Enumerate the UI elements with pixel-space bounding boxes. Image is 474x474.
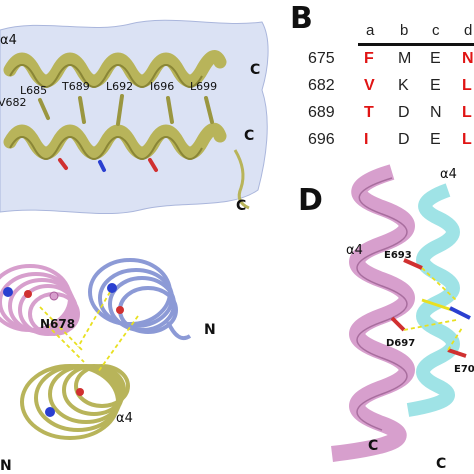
panel-c-figure: N678 α4 N N [0,258,216,474]
terminus-label: C [436,456,446,472]
residue-a: V [364,77,375,94]
helix-label: α4 [440,167,457,182]
residue-number: 689 [308,104,335,121]
residue-b: D [398,104,410,121]
helix-label: α4 [116,411,133,426]
table-header-rule [358,43,474,46]
terminus-label: N [0,458,12,474]
terminus-label: C [250,62,260,78]
residue-a: F [364,50,374,67]
residue-label: T689 [61,80,90,93]
residue-label: L685 [20,84,47,97]
olive-helices [3,50,227,160]
panel-letter-d: D [298,183,323,218]
table-row: 682 V K E L [272,77,474,99]
side-chains [38,94,214,172]
residue-a: I [364,131,369,148]
residue-c: N [430,104,442,121]
residue-label: L699 [190,80,217,93]
olive-helix-coils [20,364,130,440]
terminus-label: C [236,198,246,214]
terminus-label: C [244,128,254,144]
panel-c-axial-view: N678 α4 N N [0,232,272,474]
terminus-label: C [368,438,378,454]
residue-b: D [398,131,410,148]
heptad-position-d: d [464,22,473,39]
panel-d-side-view: D α4 α4 E693 D697 E70 C C [272,150,474,474]
residue-b: K [398,77,409,94]
residue-label: V682 [0,96,27,109]
terminus-label: N [204,322,216,338]
residue-d: L [462,131,472,148]
residue-b: M [398,50,412,67]
cyan-helix [406,183,460,417]
residue-d: L [462,77,472,94]
table-row: 675 F M E N [272,50,474,72]
molecular-surface [0,19,269,215]
residue-number: 696 [308,131,335,148]
helix-label: α4 [0,33,17,48]
residue-c: E [430,50,441,67]
residue-d: L [462,104,472,121]
residue-label: D697 [386,338,415,349]
residue-label: E70 [454,364,474,375]
heptad-position-a: a [366,22,375,39]
heptad-position-b: b [400,22,409,39]
panel-b-heptad-table: B a b c d 675 F M E N 682 V K E L 689 T … [272,0,474,150]
pink-helix [331,164,415,462]
residue-c: E [430,77,441,94]
residue-label: L692 [106,80,133,93]
residue-number: 682 [308,77,335,94]
residue-a: T [364,104,374,121]
pink-helix-coils [0,264,80,336]
residue-number: 675 [308,50,335,67]
helix-label: α4 [346,243,363,258]
table-row: 689 T D N L [272,104,474,126]
heptad-position-c: c [432,22,440,39]
residue-label: I696 [150,80,174,93]
salt-bridges [390,258,471,358]
residue-d: N [462,50,474,67]
panel-letter-b: B [290,1,313,36]
panel-a-figure: α4 L685 T689 L692 I696 L699 V682 C C C [0,19,269,215]
hydrogen-bonds [39,291,139,373]
panel-a-helical-bundle: α4 L685 T689 L692 I696 L699 V682 C C C [0,0,272,232]
residue-label: E693 [384,250,412,261]
residue-label: N678 [40,317,75,331]
residue-c: E [430,131,441,148]
table-row: 696 I D E L [272,131,474,150]
panel-d-figure: α4 α4 E693 D697 E70 C C [331,164,474,472]
asparagine-side-chains [3,283,124,417]
